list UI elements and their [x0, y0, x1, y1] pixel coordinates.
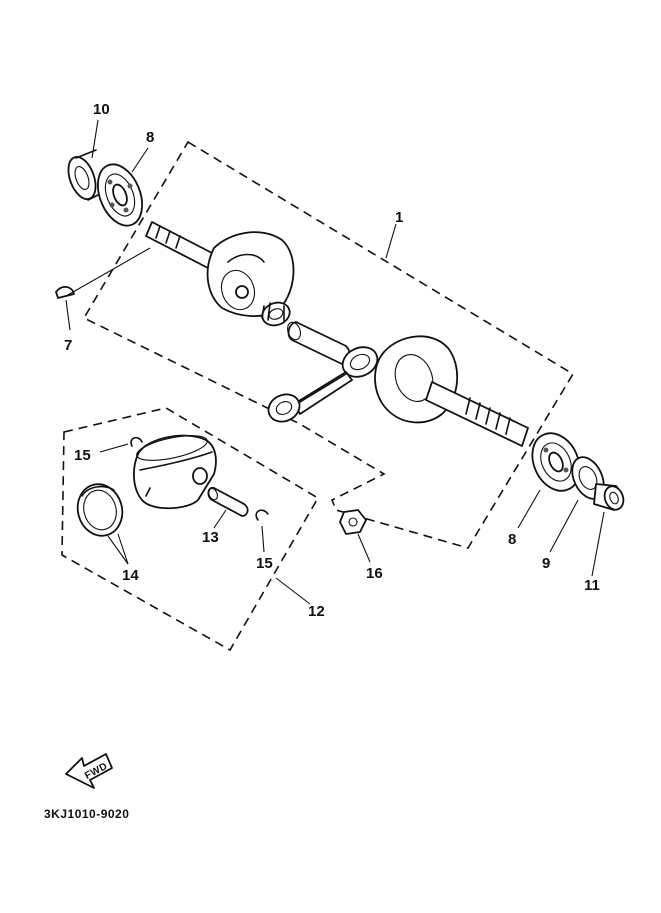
piston-pin-13-part [207, 486, 249, 517]
circlip-15-right-part [255, 509, 269, 521]
piston-part [133, 434, 217, 510]
callout-7: 7 [64, 337, 72, 354]
crankshaft-left-half-part [145, 221, 295, 317]
callout-12: 12 [308, 603, 325, 620]
woodruff-key-7-part [55, 286, 75, 299]
leader-lines [65, 119, 605, 605]
callout-15-left: 15 [74, 447, 91, 464]
collar-11-part [593, 483, 625, 511]
crank-pin-part [287, 321, 351, 365]
callout-10: 10 [93, 101, 110, 118]
crankshaft-assembly-boundary [82, 140, 575, 549]
callout-11: 11 [584, 577, 600, 594]
callout-13: 13 [202, 529, 219, 546]
callout-1: 1 [395, 209, 403, 226]
callout-9: 9 [542, 555, 550, 572]
bearing-8-bottom-part [531, 432, 581, 492]
callout-16: 16 [366, 565, 383, 582]
drawing-code: 3KJ1010-9020 [44, 807, 129, 821]
piston-rings-14-part [76, 483, 124, 537]
callout-15-right: 15 [256, 555, 273, 572]
circlip-15-left-part [130, 436, 143, 447]
callout-14: 14 [122, 567, 139, 584]
fwd-arrow-icon: FWD [65, 753, 113, 789]
connecting-rod-part [267, 346, 379, 423]
bearing-8-top-part [97, 163, 143, 227]
callout-8-top: 8 [146, 129, 154, 146]
needle-bearing-part [261, 301, 291, 327]
nut-16-part [339, 509, 367, 535]
callout-8-bottom: 8 [508, 531, 516, 548]
crankshaft-right-half-part [374, 335, 529, 447]
bearing-10-part [67, 149, 105, 201]
